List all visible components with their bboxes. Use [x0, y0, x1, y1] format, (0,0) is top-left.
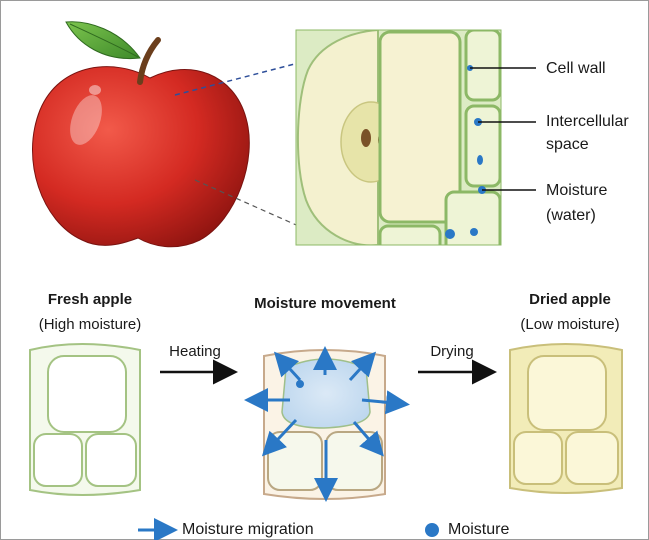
label-intercellular-line2: space [546, 134, 589, 155]
dried-apple-subtitle: (Low moisture) [520, 316, 619, 333]
apple-cross-section [296, 30, 501, 256]
fresh-apple-subtitle: (High moisture) [39, 316, 142, 333]
label-intercellular-line1: Intercellular [546, 111, 629, 132]
label-moisture-line2: (water) [546, 205, 596, 226]
fresh-cell-diagram [30, 344, 140, 495]
drying-label: Drying [430, 343, 473, 360]
fresh-apple-title: Fresh apple [48, 291, 132, 308]
moisture-droplet-center [296, 380, 304, 388]
dried-cell-diagram [510, 344, 622, 493]
label-cell-wall: Cell wall [546, 58, 606, 79]
legend-moisture-label: Moisture [448, 519, 509, 540]
dried-apple-title: Dried apple [529, 291, 611, 308]
heating-label: Heating [169, 343, 221, 360]
label-moisture-line1: Moisture [546, 180, 607, 201]
apple-illustration [32, 22, 249, 247]
legend-migration-label: Moisture migration [182, 519, 314, 540]
moisture-movement-title: Moisture movement [254, 295, 396, 312]
legend-moisture-dot-icon [425, 523, 439, 537]
